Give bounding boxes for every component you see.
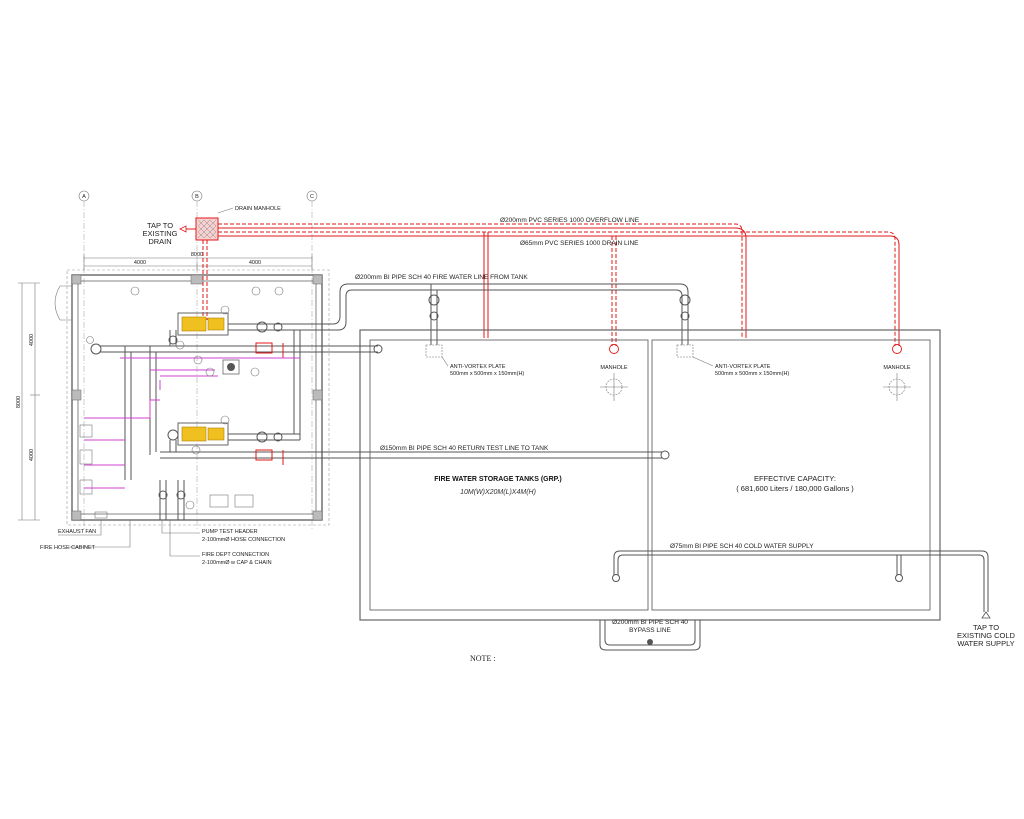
svg-text:BYPASS LINE: BYPASS LINE: [629, 627, 671, 634]
svg-text:2-100mmØ HOSE CONNECTION: 2-100mmØ HOSE CONNECTION: [202, 537, 285, 543]
pump-equipment: [84, 305, 301, 520]
tank-dimensions: 10M(W)X20M(L)X4M(H): [460, 489, 536, 496]
overflow-drain-lines: Ø200mm PVC SERIES 1000 OVERFLOW LINE Ø65…: [202, 217, 900, 346]
svg-text:EXISTING COLD: EXISTING COLD: [957, 631, 1016, 640]
note-label: NOTE :: [470, 654, 496, 663]
svg-text:ANTI-VORTEX PLATE: ANTI-VORTEX PLATE: [450, 364, 506, 370]
grid-line-a: A: [78, 190, 90, 530]
storage-tanks: ANTI-VORTEX PLATE 500mm x 500mm x 150mm(…: [359, 329, 941, 621]
svg-text:4000: 4000: [29, 334, 35, 346]
svg-text:500mm x 500mm x 150mm(H): 500mm x 500mm x 150mm(H): [715, 371, 789, 377]
fire-water-suction-line: Ø200mm BI PIPE SCH 40 FIRE WATER LINE FR…: [300, 274, 691, 345]
grid-line-b: B: [191, 190, 203, 530]
svg-text:WATER SUPPLY: WATER SUPPLY: [957, 639, 1014, 648]
svg-text:4000: 4000: [29, 449, 35, 461]
return-test-line: Ø150mm BI PIPE SCH 40 RETURN TEST LINE T…: [100, 344, 670, 460]
svg-text:MANHOLE: MANHOLE: [883, 365, 911, 371]
svg-text:FIRE DEPT CONNECTION: FIRE DEPT CONNECTION: [202, 552, 269, 558]
svg-text:Ø200mm BI PIPE SCH 40 FIRE WAT: Ø200mm BI PIPE SCH 40 FIRE WATER LINE FR…: [355, 274, 528, 281]
side-dimension: 8000 4000 4000: [16, 282, 40, 521]
capacity-value: ( 681,600 Liters / 180,000 Gallons ): [736, 484, 854, 493]
svg-text:500mm x 500mm x 150mm(H): 500mm x 500mm x 150mm(H): [450, 371, 524, 377]
svg-text:Ø75mm BI PIPE SCH 40 COLD WATE: Ø75mm BI PIPE SCH 40 COLD WATER SUPPLY: [670, 543, 814, 550]
capacity-title: EFFECTIVE CAPACITY:: [754, 474, 836, 483]
svg-text:TAP TO: TAP TO: [147, 221, 173, 230]
svg-text:4000: 4000: [134, 260, 146, 266]
svg-text:TAP TO: TAP TO: [973, 623, 999, 632]
svg-text:Ø200mm BI PIPE SCH 40: Ø200mm BI PIPE SCH 40: [612, 619, 688, 626]
svg-text:ANTI-VORTEX PLATE: ANTI-VORTEX PLATE: [715, 364, 771, 370]
svg-text:PUMP TEST HEADER: PUMP TEST HEADER: [202, 529, 258, 535]
svg-text:8000: 8000: [191, 252, 203, 258]
svg-text:2-100mmØ w CAP & CHAIN: 2-100mmØ w CAP & CHAIN: [202, 560, 272, 566]
top-dimension: 8000 4000 4000: [83, 252, 313, 270]
svg-text:EXISTING: EXISTING: [142, 229, 177, 238]
grid-line-c: C: [306, 190, 318, 530]
svg-text:A: A: [82, 194, 86, 200]
svg-text:C: C: [310, 194, 314, 200]
room-callouts: EXHAUST FAN FIRE HOSE CABINET PUMP TEST …: [40, 520, 285, 566]
tank-title: FIRE WATER STORAGE TANKS (GRP.): [434, 476, 561, 483]
svg-text:Ø65mm PVC SERIES 1000 DRAIN LI: Ø65mm PVC SERIES 1000 DRAIN LINE: [520, 240, 639, 247]
svg-text:EXHAUST FAN: EXHAUST FAN: [58, 529, 96, 535]
bypass-line: Ø200mm BI PIPE SCH 40 BYPASS LINE: [599, 619, 701, 651]
drain-manhole: DRAIN MANHOLE TAP TO EXISTING DRAIN: [142, 206, 281, 246]
svg-text:MANHOLE: MANHOLE: [600, 365, 628, 371]
pump-room: [54, 269, 330, 526]
svg-text:Ø200mm PVC SERIES 1000 OVERFLO: Ø200mm PVC SERIES 1000 OVERFLOW LINE: [500, 217, 640, 224]
cold-water-line: Ø75mm BI PIPE SCH 40 COLD WATER SUPPLY T…: [612, 543, 1016, 648]
svg-text:DRAIN: DRAIN: [148, 237, 171, 246]
svg-text:FIRE HOSE CABINET: FIRE HOSE CABINET: [40, 545, 96, 551]
svg-text:8000: 8000: [16, 396, 22, 408]
svg-text:DRAIN MANHOLE: DRAIN MANHOLE: [235, 206, 281, 212]
svg-text:B: B: [195, 194, 199, 200]
svg-text:4000: 4000: [249, 260, 261, 266]
svg-text:Ø150mm BI PIPE SCH 40 RETURN T: Ø150mm BI PIPE SCH 40 RETURN TEST LINE T…: [380, 445, 549, 452]
